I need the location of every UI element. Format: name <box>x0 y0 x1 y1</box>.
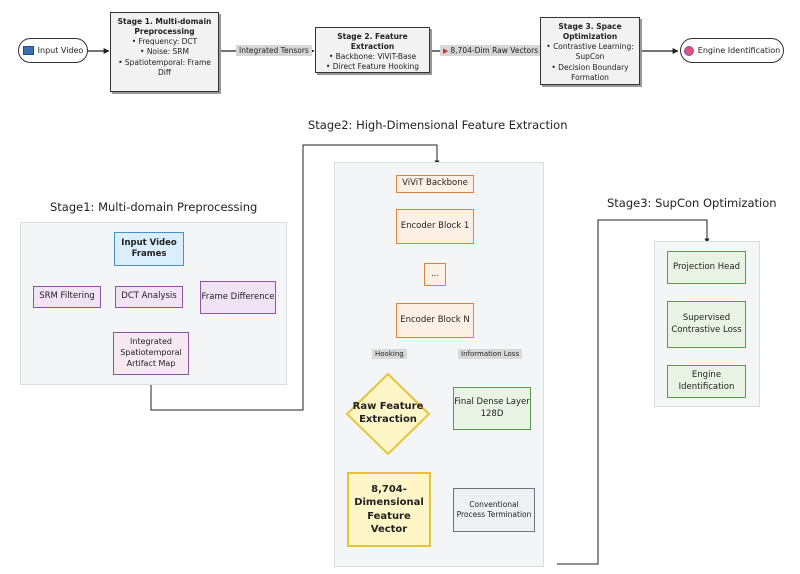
stage1-panel-title: Stage1: Multi-domain Preprocessing <box>50 200 258 214</box>
engine-identification-node: Engine Identification <box>680 38 784 63</box>
stage3-summary-line: • Decision Boundary Formation <box>551 62 629 82</box>
projection-head-label: Projection Head <box>673 261 740 272</box>
edge-label-raw-vectors: ▶ 8,704-Dim Raw Vectors <box>440 45 542 56</box>
engine-identification-stage3-node: Engine Identification <box>667 365 746 398</box>
feature-vector-node: 8,704-Dimensional Feature Vector <box>347 472 431 547</box>
dct-analysis-node: DCT Analysis <box>115 286 183 308</box>
input-video-label: Input Video <box>37 46 84 55</box>
vivit-backbone-node: ViViT Backbone <box>396 175 474 193</box>
hooking-label: Hooking <box>372 349 407 359</box>
stage2-summary-line: • Backbone: ViViT-Base <box>328 52 417 62</box>
stage2-summary-title: Stage 2. Feature Extraction <box>337 32 408 52</box>
stage3-summary-line: • Contrastive Learning: SupCon <box>546 42 634 62</box>
stage2-summary-line: • Direct Feature Hooking <box>325 62 420 72</box>
vivit-backbone-label: ViViT Backbone <box>402 178 468 189</box>
srm-filtering-label: SRM Filtering <box>39 291 95 302</box>
integrated-map-label: Integrated Spatiotemporal Artifact Map <box>120 337 182 368</box>
conventional-termination-label: Conventional Process Termination <box>456 499 532 519</box>
edge-label-raw-vectors-text: 8,704-Dim Raw Vectors <box>450 46 539 55</box>
encoder-block-1-node: Encoder Block 1 <box>396 209 474 244</box>
stage2-summary-box: Stage 2. Feature Extraction • Backbone: … <box>315 27 430 73</box>
input-frames-label: Input Video Frames <box>121 237 177 259</box>
engine-identification-label: Engine Identification <box>697 46 781 55</box>
encoder-block-1-label: Encoder Block 1 <box>400 220 470 231</box>
frame-difference-label: Frame Difference <box>201 291 275 302</box>
final-dense-layer-label: Final Dense Layer 128D <box>454 397 530 419</box>
stage3-panel-title: Stage3: SupCon Optimization <box>607 196 777 210</box>
stage2-panel-title: Stage2: High-Dimensional Feature Extract… <box>308 118 568 132</box>
stage3-summary-title: Stage 3. Space Optimization <box>558 22 622 42</box>
integrated-map-node: Integrated Spatiotemporal Artifact Map <box>113 332 189 375</box>
supcon-loss-label: Supervised Contrastive Loss <box>671 313 742 335</box>
encoder-block-n-node: Encoder Block N <box>396 303 474 338</box>
engine-identification-stage3-label: Engine Identification <box>678 370 735 392</box>
stage1-summary-line: • Spatiotemporal: Frame Diff <box>118 57 211 77</box>
stage1-summary-box: Stage 1. Multi-domain Preprocessing • Fr… <box>110 12 219 92</box>
final-dense-layer-node: Final Dense Layer 128D <box>453 387 531 430</box>
encoder-block-n-label: Encoder Block N <box>400 314 470 325</box>
raw-feature-extraction-label: Raw Feature Extraction <box>352 400 424 426</box>
dct-analysis-label: DCT Analysis <box>121 291 177 302</box>
feature-vector-label: 8,704-Dimensional Feature Vector <box>354 483 424 536</box>
stage1-summary-title: Stage 1. Multi-domain Preprocessing <box>117 17 212 37</box>
information-loss-label: Information Loss <box>458 349 523 359</box>
raw-feature-diamond <box>345 372 431 456</box>
film-icon <box>22 46 34 55</box>
ellipsis-node: ... <box>424 263 446 286</box>
target-icon <box>683 45 694 56</box>
edge-label-integrated-tensors: Integrated Tensors <box>236 45 312 56</box>
projection-head-node: Projection Head <box>667 251 746 284</box>
stage1-summary-line: • Frequency: DCT <box>131 37 198 47</box>
pin-icon: ▶ <box>443 46 449 55</box>
conventional-termination-node: Conventional Process Termination <box>453 488 535 532</box>
ellipsis-label: ... <box>430 268 440 279</box>
srm-filtering-node: SRM Filtering <box>33 286 101 308</box>
supcon-loss-node: Supervised Contrastive Loss <box>667 301 746 348</box>
input-frames-node: Input Video Frames <box>114 232 184 266</box>
frame-difference-node: Frame Difference <box>200 281 276 314</box>
stage1-summary-line: • Noise: SRM <box>140 47 189 57</box>
input-video-node: Input Video <box>18 38 88 63</box>
stage3-summary-box: Stage 3. Space Optimization • Contrastiv… <box>540 17 640 85</box>
